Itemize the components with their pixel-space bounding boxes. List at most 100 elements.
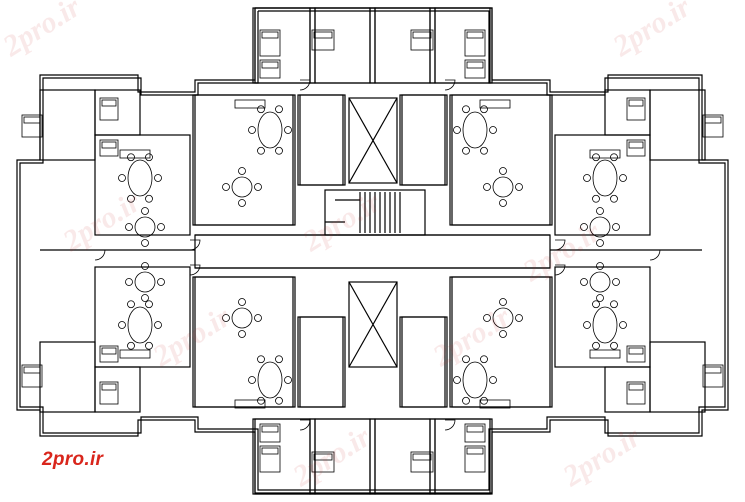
chair bbox=[125, 278, 133, 286]
chair bbox=[284, 376, 292, 384]
dining-table bbox=[257, 361, 283, 399]
pillow bbox=[466, 447, 484, 455]
pillow bbox=[466, 31, 484, 39]
chair bbox=[248, 126, 256, 134]
chair bbox=[257, 105, 265, 114]
room-partition bbox=[554, 134, 651, 236]
chair bbox=[480, 355, 488, 364]
chair bbox=[462, 396, 470, 405]
chair bbox=[154, 174, 162, 182]
chair bbox=[480, 105, 488, 114]
room-partition bbox=[94, 266, 191, 368]
room-partition bbox=[401, 94, 448, 186]
dining-table bbox=[492, 307, 514, 329]
room-partition bbox=[314, 418, 371, 495]
chair bbox=[257, 146, 265, 155]
chair bbox=[275, 146, 283, 155]
bed bbox=[259, 445, 281, 473]
door-swing bbox=[554, 239, 566, 251]
pillow bbox=[261, 425, 279, 433]
chair bbox=[596, 262, 604, 270]
chair bbox=[157, 278, 165, 286]
chair bbox=[610, 300, 618, 309]
bed bbox=[464, 423, 486, 443]
dining-table bbox=[127, 306, 153, 344]
chair bbox=[254, 183, 262, 191]
chair bbox=[610, 341, 618, 350]
room-partition bbox=[369, 418, 436, 495]
chair bbox=[592, 153, 600, 162]
pillow bbox=[412, 453, 432, 461]
chair bbox=[583, 321, 591, 329]
pillow bbox=[412, 31, 432, 39]
pillow bbox=[704, 116, 722, 124]
chair bbox=[580, 223, 588, 231]
sofa bbox=[589, 349, 621, 359]
chair bbox=[254, 314, 262, 322]
chair bbox=[284, 126, 292, 134]
chair bbox=[462, 105, 470, 114]
bed bbox=[626, 381, 646, 405]
site-logo: 2pro.ir bbox=[42, 449, 104, 470]
door-swing bbox=[444, 79, 456, 91]
room-partition bbox=[297, 94, 344, 186]
chair bbox=[238, 330, 246, 338]
chair bbox=[238, 199, 246, 207]
chair bbox=[154, 321, 162, 329]
pillow bbox=[313, 31, 333, 39]
room-partition bbox=[399, 94, 446, 186]
room-partition bbox=[299, 316, 346, 408]
room-partition bbox=[451, 94, 553, 226]
bed bbox=[702, 114, 724, 138]
chair bbox=[483, 183, 491, 191]
central-corridor bbox=[194, 234, 551, 269]
pillow bbox=[101, 99, 117, 107]
room-partition bbox=[94, 89, 141, 136]
chair bbox=[275, 396, 283, 405]
chair bbox=[453, 376, 461, 384]
chair bbox=[238, 298, 246, 306]
chair bbox=[610, 153, 618, 162]
chair bbox=[592, 300, 600, 309]
pillow bbox=[101, 383, 117, 391]
bed bbox=[464, 29, 486, 57]
chair bbox=[157, 223, 165, 231]
room-partition bbox=[309, 418, 376, 495]
elevator-shaft bbox=[348, 281, 398, 368]
chair bbox=[145, 194, 153, 203]
room-partition bbox=[94, 134, 191, 236]
sofa bbox=[119, 349, 151, 359]
elevator-cross bbox=[348, 281, 398, 368]
room-partition bbox=[309, 7, 376, 84]
bed bbox=[259, 423, 281, 443]
dining-table bbox=[589, 216, 611, 238]
chair bbox=[480, 396, 488, 405]
chair bbox=[248, 376, 256, 384]
dining-table bbox=[257, 111, 283, 149]
pillow bbox=[628, 383, 644, 391]
chair bbox=[596, 207, 604, 215]
building-outline-inner bbox=[19, 10, 726, 491]
chair bbox=[141, 239, 149, 247]
chair bbox=[499, 167, 507, 175]
chair bbox=[483, 314, 491, 322]
chair bbox=[462, 146, 470, 155]
chair bbox=[499, 298, 507, 306]
room-partition bbox=[429, 7, 493, 84]
dining-table bbox=[134, 271, 156, 293]
chair bbox=[583, 174, 591, 182]
dining-table bbox=[462, 111, 488, 149]
pillow bbox=[704, 366, 722, 374]
chair bbox=[499, 199, 507, 207]
room-partition bbox=[314, 7, 371, 84]
chair bbox=[499, 330, 507, 338]
chair bbox=[222, 314, 230, 322]
pillow bbox=[101, 347, 117, 355]
room-partition bbox=[39, 341, 96, 413]
room-partition bbox=[449, 94, 551, 226]
door-swing bbox=[299, 419, 311, 431]
bed bbox=[410, 451, 434, 473]
sofa bbox=[479, 399, 511, 409]
pillow bbox=[628, 347, 644, 355]
